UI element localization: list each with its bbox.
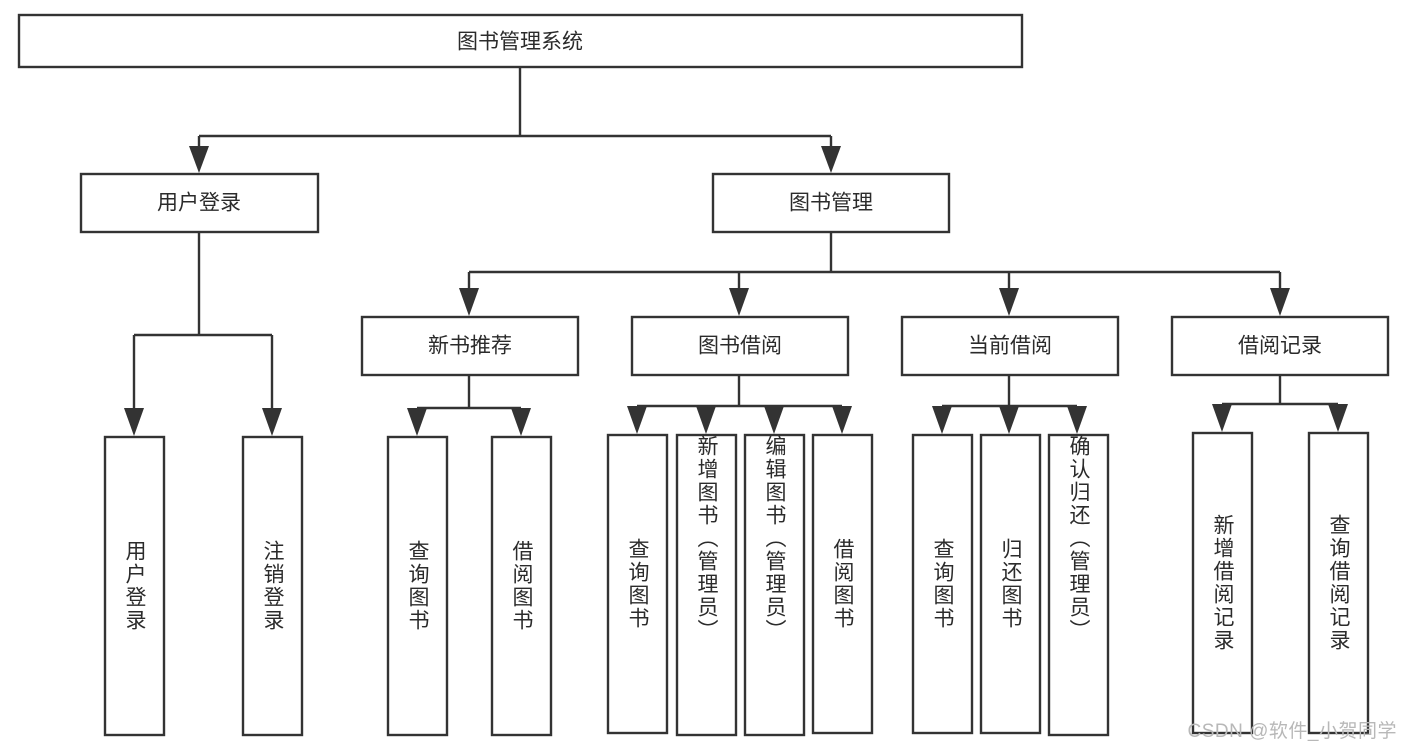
leaf-boxes-new-book-recommend <box>386 435 553 737</box>
leaf-box-br-2[interactable] <box>1307 431 1370 735</box>
leaf-box-user-login-2[interactable] <box>241 435 304 737</box>
leaf-box-cb-3[interactable] <box>1047 433 1110 737</box>
connector-group-borrow-record <box>1212 375 1348 432</box>
arrowhead-leaf-cb-3 <box>1067 406 1087 434</box>
arrowhead-book-borrow <box>729 288 749 316</box>
leaf-box-cb-1[interactable] <box>911 433 974 735</box>
arrowhead-leaf-bb-4 <box>832 406 852 434</box>
connector-group-new-book-recommend <box>407 375 531 436</box>
leaf-boxes-borrow-record <box>1191 431 1370 735</box>
node-root-system[interactable]: 图书管理系统 <box>17 13 1024 69</box>
arrowhead-leaf-bb-1 <box>627 406 647 434</box>
leaf-box-bb-2[interactable] <box>675 433 738 737</box>
leaf-box-user-login-1[interactable] <box>103 435 166 737</box>
csdn-watermark: CSDN @软件_小贺同学 <box>1187 721 1397 742</box>
arrowhead-leaf-cb-1 <box>932 406 952 434</box>
node-book-borrow-box[interactable] <box>630 315 850 377</box>
node-borrow-record[interactable]: 借阅记录 <box>1170 315 1390 377</box>
leaf-box-br-1[interactable] <box>1191 431 1254 735</box>
arrowhead-new-book-recommend <box>459 288 479 316</box>
node-root-system-label: 图书管理系统 <box>457 31 583 54</box>
leaf-box-bb-1[interactable] <box>606 433 669 735</box>
leaf-box-nbr-2[interactable] <box>490 435 553 737</box>
leaf-boxes-current-borrow <box>911 433 1110 737</box>
node-book-manage-label: 图书管理 <box>789 192 873 215</box>
arrowhead-leaf-user-login-2 <box>262 408 282 436</box>
leaf-box-cb-2[interactable] <box>979 433 1042 735</box>
connector-group-root <box>189 67 841 173</box>
arrowhead-current-borrow <box>999 288 1019 316</box>
arrowhead-book-manage <box>821 146 841 173</box>
node-borrow-record-box[interactable] <box>1170 315 1390 377</box>
node-book-manage-box[interactable] <box>711 172 951 234</box>
node-book-borrow[interactable]: 图书借阅 <box>630 315 850 377</box>
arrowhead-leaf-cb-2 <box>999 406 1019 434</box>
node-new-book-recommend-box[interactable] <box>360 315 580 377</box>
arrowhead-leaf-br-1 <box>1212 404 1232 432</box>
node-borrow-record-label: 借阅记录 <box>1238 335 1322 358</box>
leaf-box-bb-4[interactable] <box>811 433 874 735</box>
arrowhead-leaf-bb-2 <box>696 406 716 434</box>
arrowhead-leaf-user-login-1 <box>124 408 144 436</box>
arrowhead-leaf-nbr-2 <box>511 408 531 436</box>
connector-group-book-manage <box>459 232 1290 316</box>
connector-group-book-borrow <box>627 375 852 434</box>
arrowhead-leaf-br-2 <box>1328 404 1348 432</box>
node-current-borrow[interactable]: 当前借阅 <box>900 315 1120 377</box>
leaf-boxes-book-borrow <box>606 433 874 737</box>
connector-group-current-borrow <box>932 375 1087 434</box>
node-new-book-recommend-label: 新书推荐 <box>428 335 512 358</box>
node-user-login[interactable]: 用户登录 <box>79 172 320 234</box>
arrowhead-leaf-nbr-1 <box>407 408 427 436</box>
node-new-book-recommend[interactable]: 新书推荐 <box>360 315 580 377</box>
leaf-box-nbr-1[interactable] <box>386 435 449 737</box>
node-user-login-label: 用户登录 <box>157 192 241 215</box>
node-book-manage[interactable]: 图书管理 <box>711 172 951 234</box>
leaf-box-bb-3[interactable] <box>743 433 806 737</box>
arrowhead-borrow-record <box>1270 288 1290 316</box>
arrowhead-user-login <box>189 146 209 173</box>
leaf-boxes-user-login <box>103 435 304 737</box>
arrowhead-leaf-bb-3 <box>764 406 784 434</box>
connector-group-user-login <box>124 232 282 436</box>
node-current-borrow-label: 当前借阅 <box>968 335 1052 358</box>
node-current-borrow-box[interactable] <box>900 315 1120 377</box>
node-root-system-box[interactable] <box>17 13 1024 69</box>
node-user-login-box[interactable] <box>79 172 320 234</box>
node-book-borrow-label: 图书借阅 <box>698 335 782 358</box>
